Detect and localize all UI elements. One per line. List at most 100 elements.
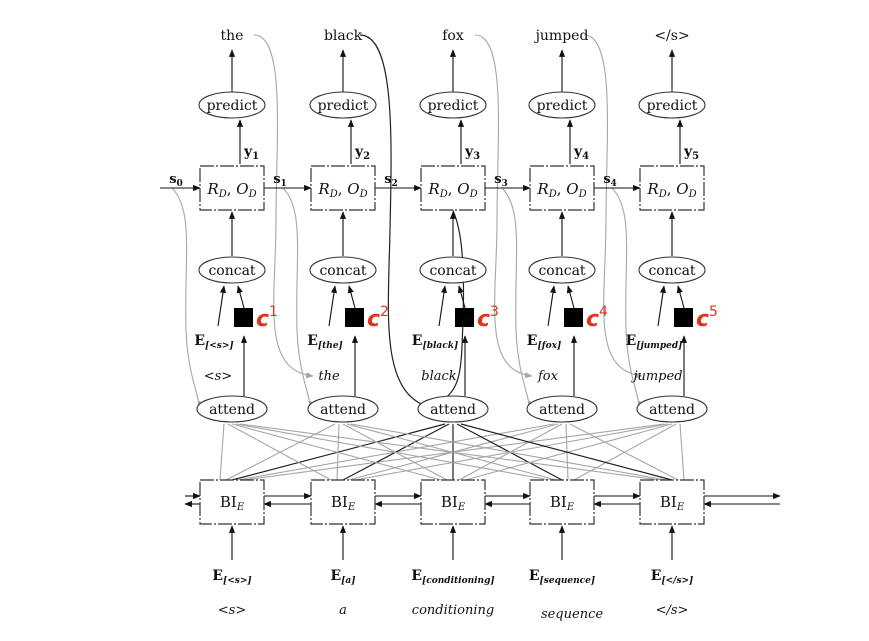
state-to-attend-curve: [611, 187, 644, 409]
enc-embed-sub: [sequence]: [540, 576, 596, 586]
cell-D-sub: D: [688, 189, 697, 200]
cell-O: O: [457, 180, 469, 198]
encoder-input-word: sequence: [541, 607, 603, 622]
s-subscript: 3: [502, 179, 508, 189]
y-letter: y: [243, 144, 253, 160]
predict-label: predict: [537, 98, 588, 114]
decoder-cell: [529, 165, 595, 211]
concat-label: concat: [538, 263, 585, 279]
y-subscript: 4: [582, 151, 589, 162]
cell-R: R: [646, 180, 658, 198]
encoder-cell-label: BIE: [441, 493, 466, 513]
cell-D-sub: D: [439, 189, 448, 200]
embed-to-concat-arrow: [438, 285, 448, 327]
predict-label: predict: [318, 98, 369, 114]
y-letter: y: [573, 144, 583, 160]
enc-embed-sub: [</s>]: [661, 576, 693, 586]
context-vector-square: [674, 308, 693, 327]
decoder-cell-label: RD, OD: [536, 180, 586, 200]
context-label: c1: [256, 304, 278, 332]
encoder-cell-label: BIE: [660, 493, 685, 513]
embed-sub: [the]: [318, 341, 343, 351]
s-label: s0: [169, 172, 183, 189]
s-label: s2: [384, 172, 398, 189]
context-letter: c: [477, 307, 490, 332]
y-label: y1: [243, 144, 259, 162]
attention-line: [569, 423, 679, 481]
context-superscript: 3: [490, 304, 499, 320]
predict-node: [528, 91, 596, 119]
cell-R: R: [536, 180, 548, 198]
embed-E: E: [527, 333, 538, 349]
decoder-cell-label: RD, OD: [427, 180, 477, 200]
output-word: fox: [442, 28, 464, 44]
s-letter: s: [603, 172, 610, 187]
output-word: jumped: [534, 28, 589, 44]
decoder-embedding-label: E[jumped]: [626, 333, 683, 351]
cell-D-sub: D: [359, 189, 368, 200]
attention-line: [227, 423, 332, 481]
state-to-attend-curve: [171, 187, 204, 409]
encoder-BI: BI: [550, 493, 567, 511]
decoder-cell: [310, 165, 376, 211]
embed-to-concat-arrow: [217, 285, 227, 327]
decoder-embedding-label: E[black]: [412, 333, 458, 351]
y-label: y4: [573, 144, 589, 162]
cell-D-sub: D: [469, 189, 478, 200]
attend-node: [526, 395, 598, 423]
context-letter: c: [586, 307, 599, 332]
enc-embed-E: E: [212, 568, 223, 584]
encoder-embedding-label: E[conditioning]: [411, 568, 494, 586]
s-label: s4: [603, 172, 617, 189]
predict-node: [309, 91, 377, 119]
y-subscript: 1: [252, 151, 259, 162]
context-to-concat-arrow: [566, 285, 575, 309]
attention-line: [235, 423, 551, 481]
y-subscript: 3: [473, 151, 480, 162]
enc-embed-sub: [a]: [341, 576, 355, 586]
enc-embed-E: E: [411, 568, 422, 584]
predict-node: [198, 91, 266, 119]
cell-O: O: [566, 180, 578, 198]
embed-E: E: [194, 333, 205, 349]
encoder-cell: [639, 479, 705, 525]
context-label: c5: [696, 304, 718, 332]
concat-label: concat: [208, 263, 255, 279]
cell-comma: ,: [667, 180, 677, 198]
embed-sub: [black]: [422, 341, 458, 351]
context-letter: c: [367, 307, 380, 332]
attention-line: [350, 423, 667, 481]
cell-comma: ,: [338, 180, 348, 198]
output-feedback-curve: [253, 34, 314, 379]
s-subscript: 0: [177, 179, 183, 189]
encoder-E-sub: E: [566, 502, 575, 513]
context-to-concat-arrow: [676, 285, 685, 309]
cell-D-sub: D: [548, 189, 557, 200]
attention-line: [231, 423, 442, 481]
encoder-cell-label: BIE: [220, 493, 245, 513]
cell-D-sub: D: [329, 189, 338, 200]
context-to-concat-arrow: [347, 285, 356, 309]
enc-embed-sub: [<s>]: [223, 576, 252, 586]
output-word: </s>: [654, 28, 689, 44]
s-letter: s: [169, 172, 176, 187]
y-letter: y: [464, 144, 474, 160]
context-letter: c: [256, 307, 269, 332]
embed-sub: [fox]: [537, 341, 561, 351]
cell-comma: ,: [448, 180, 458, 198]
enc-embed-E: E: [651, 568, 662, 584]
attend-node: [417, 395, 489, 423]
attend-label: attend: [209, 402, 255, 418]
context-letter: c: [696, 307, 709, 332]
output-word: the: [221, 28, 244, 44]
enc-embed-E: E: [529, 568, 540, 584]
embed-to-concat-arrow: [547, 285, 557, 327]
decoder-input-word: jumped: [630, 369, 682, 384]
embed-sub: [jumped]: [636, 341, 682, 351]
predict-label: predict: [647, 98, 698, 114]
cell-comma: ,: [227, 180, 237, 198]
context-superscript: 2: [380, 304, 389, 320]
context-vector-square: [345, 308, 364, 327]
context-label: c4: [586, 304, 608, 332]
attend-label: attend: [430, 402, 476, 418]
